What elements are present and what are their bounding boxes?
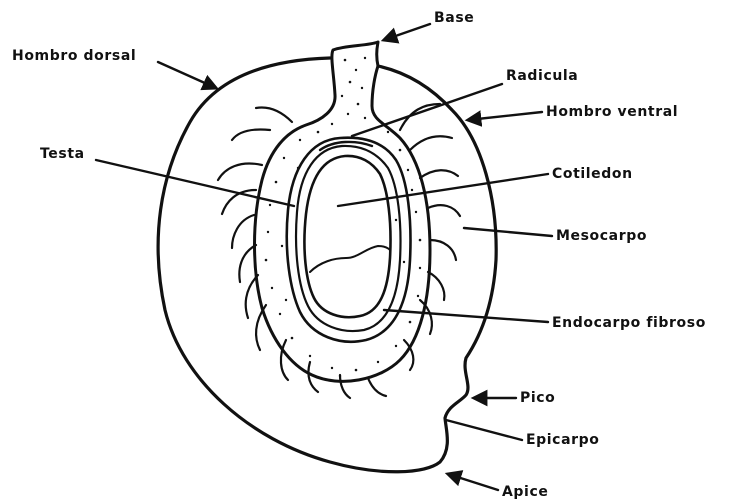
label-apice: Apice: [502, 484, 548, 500]
leader-radicula: [352, 84, 502, 136]
leader-hombro-dorsal: [158, 62, 216, 88]
leader-apice: [448, 474, 498, 490]
label-pico: Pico: [520, 390, 555, 406]
leader-mesocarpo: [464, 228, 552, 236]
label-radicula: Radicula: [506, 68, 578, 84]
label-hombro-dorsal: Hombro dorsal: [12, 48, 136, 64]
leader-endocarpo: [384, 310, 548, 322]
label-testa: Testa: [40, 146, 85, 162]
leader-hombro-ventral: [468, 112, 542, 120]
fruit-outline: [158, 58, 496, 472]
label-epicarpo: Epicarpo: [526, 432, 599, 448]
label-endocarpo-fibroso: Endocarpo fibroso: [552, 315, 706, 331]
label-mesocarpo: Mesocarpo: [556, 228, 647, 244]
cotyledon-outline: [304, 156, 390, 317]
label-base: Base: [434, 10, 474, 26]
label-cotiledon: Cotiledon: [552, 166, 633, 182]
leader-epicarpo: [446, 420, 522, 440]
label-hombro-ventral: Hombro ventral: [546, 104, 678, 120]
testa-inner: [296, 146, 400, 331]
cotyledon-split: [310, 246, 390, 272]
leader-cotiledon: [338, 174, 548, 206]
leader-testa: [96, 160, 294, 206]
leader-lines: [96, 24, 552, 490]
leader-base: [384, 24, 430, 40]
